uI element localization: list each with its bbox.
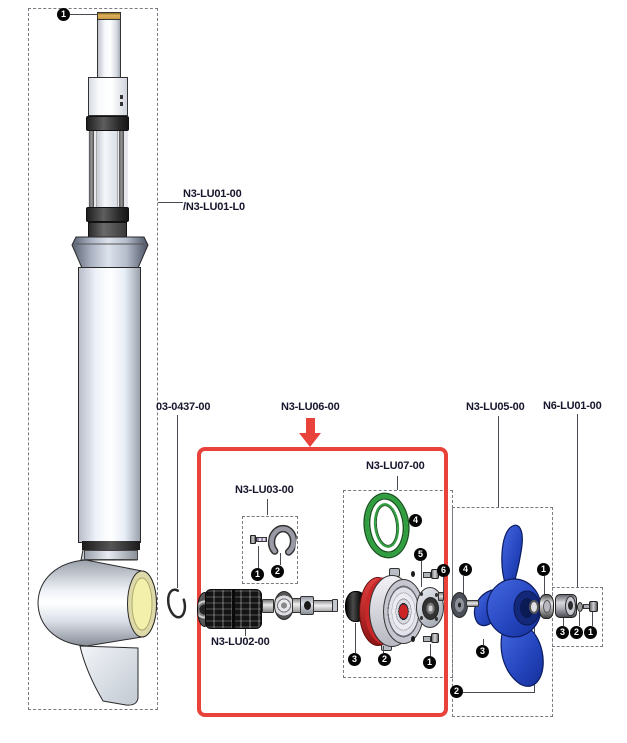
leader-seal [355, 623, 356, 653]
flange-hole [420, 592, 423, 596]
kit-screw-shaft [256, 537, 267, 542]
callout-n6-screw: 1 [584, 626, 597, 639]
callout-lu03-screw: 1 [251, 568, 264, 581]
label-lu06: N3-LU06-00 [281, 401, 340, 413]
motor-body-tube [78, 267, 141, 543]
pod-opening [131, 577, 153, 631]
anode-bore [568, 601, 573, 610]
callout-lu07-flange: 5 [414, 548, 427, 561]
leader-anode-washer [579, 612, 580, 626]
leader-lu02 [245, 623, 246, 636]
leader-prop [483, 639, 484, 645]
leader-anode-screw [592, 612, 593, 626]
lower-unit-group-box [28, 8, 158, 710]
rotor-mid-seam [232, 589, 235, 629]
label-lu02: N3-LU02-00 [211, 636, 270, 648]
anode-kit-group-box [552, 587, 603, 647]
flange-hole [420, 616, 423, 620]
leader-prop-washer-h [457, 692, 535, 693]
anode-screw-head [589, 601, 598, 612]
callout-lu07-seal: 3 [348, 653, 361, 666]
coupler-detail-mark [120, 95, 123, 99]
strut-rod-left [89, 131, 94, 207]
rotor-bearing [274, 591, 294, 620]
leader-kit-screw [258, 546, 259, 568]
leader-anode-spacer [563, 618, 564, 626]
flange-hole [435, 617, 438, 621]
shaft-pin-hole [304, 601, 311, 610]
body-silver-band [84, 550, 138, 560]
label-lu05: N3-LU05-00 [466, 401, 525, 413]
screw-kit-group-box [242, 516, 298, 584]
motor-pod [37, 544, 157, 706]
upper-shaft [97, 12, 121, 78]
leader-dowel-pin [443, 577, 444, 593]
leader-oring [404, 520, 410, 521]
leader-n6 [577, 414, 578, 587]
leader-lu03 [267, 499, 268, 515]
label-retaining-ring: 03-0437-00 [156, 401, 211, 413]
body-dark-band [82, 541, 140, 550]
kit-screw-head [250, 535, 256, 544]
label-lu01: N3-LU01-00 /N3-LU01-L0 [183, 188, 245, 214]
leader-c-clip [280, 553, 281, 565]
cap-screw-head-bottom [431, 633, 439, 643]
leader-lu01 [158, 202, 183, 203]
callout-lu07-pin: 6 [437, 564, 450, 577]
callout-lu07-cap: 2 [378, 653, 391, 666]
callout-lu07-screw: 1 [423, 656, 436, 669]
propeller-blade-top [501, 524, 523, 587]
rotor-shaft-tip [332, 599, 338, 612]
screw-dot-top [411, 571, 415, 577]
callout-n6-spacer: 3 [556, 626, 569, 639]
red-arrow-head-icon [299, 433, 321, 447]
label-lu03: N3-LU03-00 [235, 484, 294, 496]
leader-retaining-ring [177, 415, 178, 588]
screw-dot-bottom [411, 636, 415, 642]
shaft-top-cap [97, 12, 121, 20]
label-lu01-line1: N3-LU01-00 [183, 188, 242, 200]
retaining-ring-part [166, 588, 187, 619]
red-arrow-icon [306, 418, 315, 434]
flange-hole [435, 593, 438, 597]
cap-screw-shaft-bottom [423, 636, 431, 642]
lower-collar [86, 207, 129, 222]
label-lu07: N3-LU07-00 [366, 460, 425, 472]
leader-prop-nut [544, 576, 545, 595]
cap-screw-shaft-top [423, 572, 431, 578]
callout-lu05-prop: 3 [476, 645, 489, 658]
flange-bearing [422, 597, 439, 620]
rotor-shaft-thin [313, 600, 333, 612]
dowel-pin [438, 592, 444, 601]
prop-nut-face [543, 600, 551, 613]
prop-washer [529, 600, 539, 614]
cone-collar [71, 236, 149, 269]
label-n6: N6-LU01-00 [543, 400, 602, 412]
callout-lu05-pin: 4 [459, 563, 472, 576]
leader-shaft-top [70, 14, 98, 15]
callout-lu07-oring: 4 [409, 514, 422, 527]
coupler-detail-mark [120, 102, 123, 106]
anode-washer [577, 602, 583, 612]
rotor-shaft-step [262, 599, 274, 613]
c-clip-part [267, 524, 298, 556]
leader-endcap [383, 646, 384, 653]
strut-rod-right [119, 131, 124, 207]
leader-flange [421, 561, 422, 587]
callout-n6-washer: 2 [570, 626, 583, 639]
strut-inner-tube [96, 131, 118, 207]
skeg-fin [79, 645, 139, 706]
leader-drive-pin [463, 576, 464, 594]
leader-lu07 [397, 476, 398, 490]
label-lu01-line2: /N3-LU01-L0 [183, 201, 245, 213]
drive-pin [466, 600, 479, 607]
leader-cap-screw [430, 644, 431, 656]
upper-collar [86, 116, 129, 131]
callout-lu05-nut: 1 [537, 563, 550, 576]
leader-lu05 [498, 416, 499, 507]
callout-lu03-clip: 2 [271, 565, 284, 578]
callout-shaft-top: 1 [57, 8, 70, 21]
callout-lu05-washer: 2 [450, 685, 463, 698]
